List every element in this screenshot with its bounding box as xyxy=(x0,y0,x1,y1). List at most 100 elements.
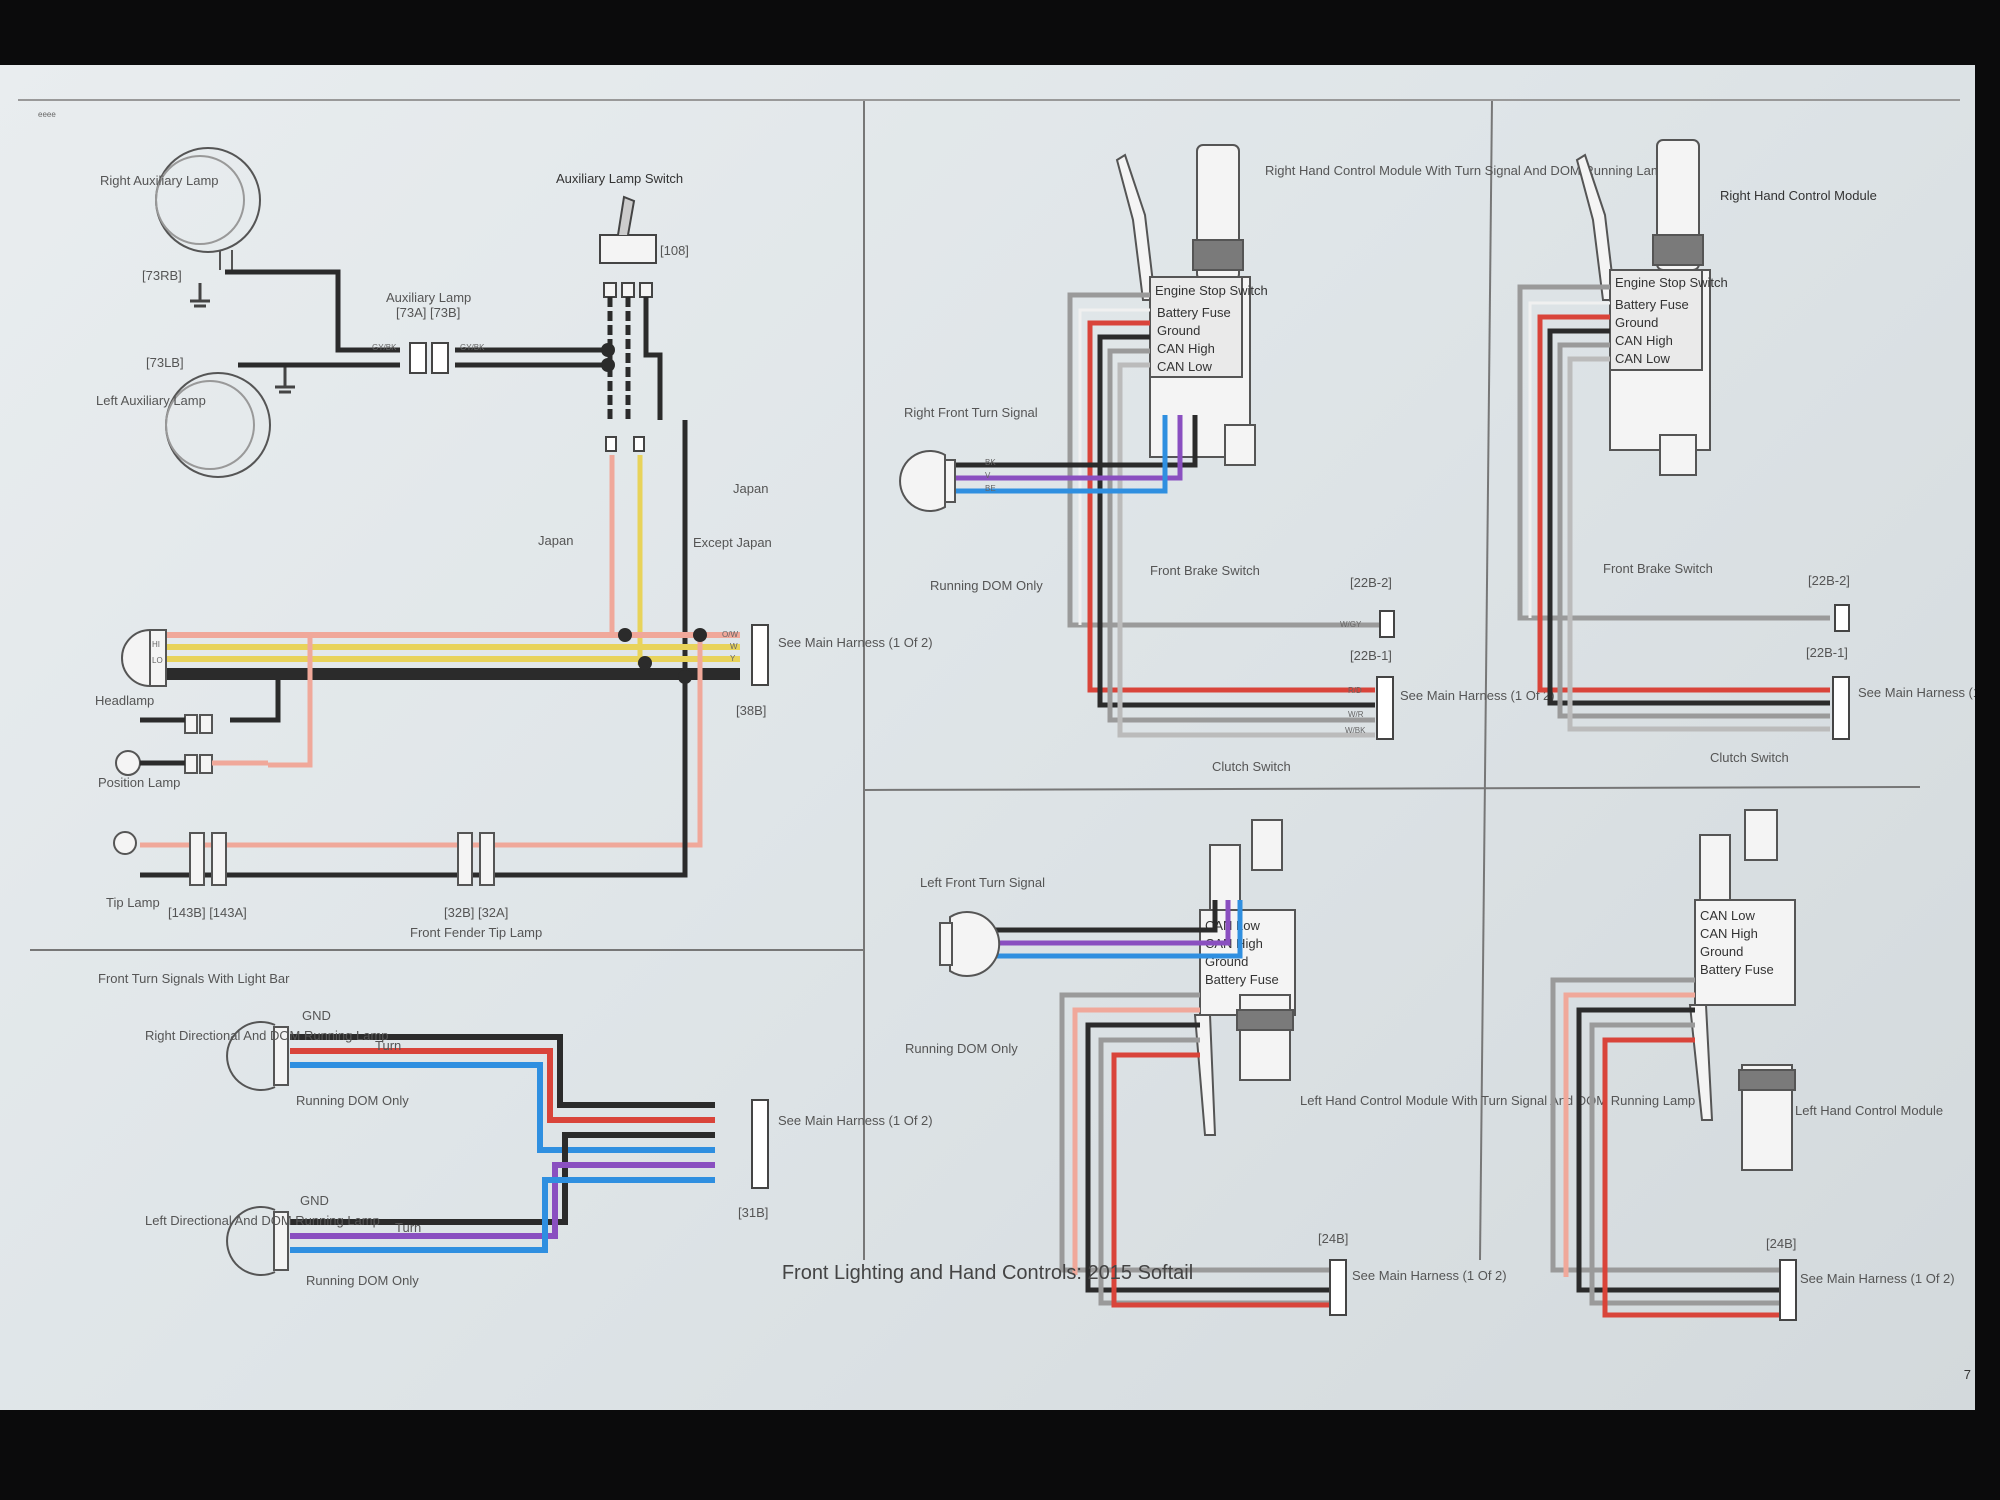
see-main-harness: See Main Harness (1 Of 2) xyxy=(1400,688,1555,703)
headlamp-icon xyxy=(121,628,167,688)
lh-connector-24b xyxy=(1779,1259,1797,1321)
position-lamp-label: Position Lamp xyxy=(98,775,180,790)
panel-turn-bar: Front Turn Signals With Light Bar GND GN… xyxy=(98,971,933,1288)
wire-rd: R/D xyxy=(1348,686,1362,695)
panel-lh: Clutch Switch CAN Low CAN High Ground Ba… xyxy=(1550,750,1955,1321)
rh-dom-module-label: Right Hand Control Module With Turn Sign… xyxy=(1265,163,1669,178)
rh-box-item-4: CAN High xyxy=(1157,341,1215,356)
turn-label-1: Turn xyxy=(375,1038,401,1053)
turn-bar-title: Front Turn Signals With Light Bar xyxy=(98,971,290,986)
wire-be: BE xyxy=(985,484,996,493)
tip-lamp-conn: [143B] [143A] xyxy=(168,905,247,920)
aux-lamp-conn-ids: [73A] [73B] xyxy=(396,305,460,320)
throttle-grip-icon xyxy=(1652,139,1704,271)
aux-switch-conn: [108] xyxy=(660,243,689,258)
rh-box-item-3: Ground xyxy=(1615,315,1658,330)
left-aux-lamp-icon xyxy=(165,372,271,478)
hi-label: HI xyxy=(152,640,160,649)
lh-box-item-2: CAN High xyxy=(1205,936,1263,951)
rh-box-item-2: Battery Fuse xyxy=(1615,297,1689,312)
rh-connectors xyxy=(1832,604,1850,740)
lh-dom-module-label: Left Hand Control Module With Turn Signa… xyxy=(1300,1093,1695,1108)
lh-box-item-1: CAN Low xyxy=(1205,918,1261,933)
see-main-harness: See Main Harness (1 Of 2) xyxy=(778,635,933,650)
turn-bar-wires xyxy=(290,1034,715,1253)
aux-wires xyxy=(225,269,608,368)
wire-wr: W/R xyxy=(1348,710,1364,719)
rh-box-item-5: CAN Low xyxy=(1157,359,1213,374)
right-aux-conn: [73RB] xyxy=(142,268,182,283)
conn-22b2: [22B-2] xyxy=(1350,575,1392,590)
lh-dom-wires xyxy=(955,900,1330,1308)
tip-lamp-icon xyxy=(113,831,495,886)
lh-module-label: Left Hand Control Module xyxy=(1795,1103,1943,1118)
figure-caption: Front Lighting and Hand Controls: 2015 S… xyxy=(781,1262,1194,1284)
left-aux-lamp-label: Left Auxiliary Lamp xyxy=(96,393,206,408)
running-dom-label-2: Running DOM Only xyxy=(306,1273,419,1288)
fender-conn: [32B] [32A] xyxy=(444,905,508,920)
rh-module-label: Right Hand Control Module xyxy=(1720,188,1877,203)
position-lamp-icon xyxy=(115,714,213,776)
rh-wires xyxy=(1517,284,1830,732)
rh-box-item-1: Engine Stop Switch xyxy=(1615,275,1728,290)
right-turn-lamp-icon xyxy=(226,1021,289,1091)
wire-label-ow: O/W xyxy=(722,630,738,639)
lo-label: LO xyxy=(152,656,163,665)
clutch-label: Clutch Switch xyxy=(1710,750,1789,765)
rh-module-box xyxy=(1609,269,1711,476)
conn-38b: [38B] xyxy=(736,703,766,718)
wire-bk: BK xyxy=(985,458,996,467)
lh-box-item-3: Ground xyxy=(1700,944,1743,959)
panel-lights: Right Auxiliary Lamp [73RB] Left Auxilia… xyxy=(95,147,933,940)
panel-dividers xyxy=(18,99,1960,1261)
see-main-harness: See Main Harness (1 Of 2) xyxy=(1858,685,1975,700)
front-brake-label: Front Brake Switch xyxy=(1603,561,1713,576)
aux-switch-title: Auxiliary Lamp Switch xyxy=(556,171,683,186)
japan-label-1: Japan xyxy=(733,481,768,496)
lh-box-item-1: CAN Low xyxy=(1700,908,1756,923)
wire-label-gybk: GY/BK xyxy=(460,343,485,352)
see-main-harness: See Main Harness (1 Of 2) xyxy=(778,1113,933,1128)
gnd-label-1: GND xyxy=(302,1008,331,1023)
wiring-diagram: eeee Right Auxiliary Lamp [73RB] Left Au… xyxy=(18,99,1975,1321)
lh-box-item-4: Battery Fuse xyxy=(1205,972,1279,987)
aux-lamp-connector xyxy=(409,342,449,374)
except-japan-label: Except Japan xyxy=(693,535,772,550)
left-directional-label: Left Directional And DOM Running Lamp xyxy=(145,1213,380,1228)
conn-31b: [31B] xyxy=(738,1205,768,1220)
turn-label-2: Turn xyxy=(395,1220,421,1235)
figure-id: eeee xyxy=(38,110,56,119)
throttle-grip-icon xyxy=(1192,144,1244,281)
left-front-turn-icon xyxy=(939,911,1001,977)
right-front-turn-label: Right Front Turn Signal xyxy=(904,405,1038,420)
left-aux-conn: [73LB] xyxy=(146,355,184,370)
rh-box-item-2: Battery Fuse xyxy=(1157,305,1231,320)
wire-v: V xyxy=(985,471,991,480)
left-front-turn-label: Left Front Turn Signal xyxy=(920,875,1045,890)
rh-dom-wires xyxy=(950,292,1380,738)
gnd-label-2: GND xyxy=(300,1193,329,1208)
main-harness-connector-38b xyxy=(751,624,769,686)
switch-harness xyxy=(601,297,688,875)
rh-box-item-1: Engine Stop Switch xyxy=(1155,283,1268,298)
conn-22b2: [22B-2] xyxy=(1808,573,1850,588)
running-dom-label: Running DOM Only xyxy=(905,1041,1018,1056)
left-turn-lamp-icon xyxy=(226,1206,289,1276)
conn-22b1: [22B-1] xyxy=(1350,648,1392,663)
wire-wgy: W/GY xyxy=(1340,620,1362,629)
aux-lamp-conn-title: Auxiliary Lamp xyxy=(386,290,471,305)
see-main-harness: See Main Harness (1 Of 2) xyxy=(1352,1268,1507,1283)
right-aux-lamp-label: Right Auxiliary Lamp xyxy=(100,173,219,188)
wire-label-gybk: GY/BK xyxy=(372,343,397,352)
lh-module-box xyxy=(1688,809,1796,1171)
conn-24b: [24B] xyxy=(1766,1236,1796,1251)
wire-label-w: W xyxy=(730,642,738,651)
rh-box-item-3: Ground xyxy=(1157,323,1200,338)
panel-rh: Engine Stop Switch Battery Fuse Ground C… xyxy=(1517,139,1975,740)
page-number: 7 xyxy=(1963,1367,1971,1382)
running-dom-label-1: Running DOM Only xyxy=(296,1093,409,1108)
headlamp-label: Headlamp xyxy=(95,693,154,708)
lh-dom-connector-24b xyxy=(1329,1259,1347,1316)
ground-icon xyxy=(190,283,295,394)
aux-switch-icon xyxy=(599,195,657,298)
